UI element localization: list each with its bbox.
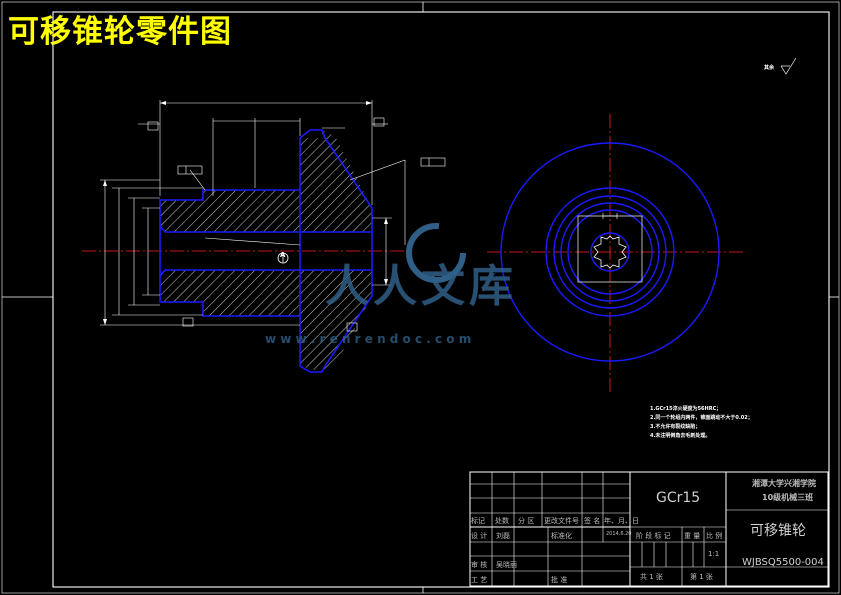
note-line: 4.未注明倒角去毛刺处理。: [650, 433, 711, 439]
tb-count: 处数: [495, 517, 509, 525]
tb-change-doc: 更改文件号: [544, 517, 579, 525]
tb-weight: 重 量: [684, 532, 701, 540]
tb-ratio: 比 例: [706, 532, 723, 540]
watermark-logo-icon: [406, 223, 466, 283]
tb-check: 审 核: [471, 561, 488, 569]
tb-part-name: 可移锥轮: [750, 523, 806, 539]
dimension-lines: [100, 100, 406, 326]
datum-marker: [277, 252, 289, 264]
note-line: 2.同一个轮组内两件，锥面跳动不大于0.02；: [650, 415, 753, 421]
watermark-url: w w w . r e n r e n d o c . c o m: [265, 332, 472, 346]
roughness-symbol-icon: [780, 57, 797, 75]
tb-stage-mark: 阶 段 标 记: [636, 532, 671, 540]
tb-date-value: 2014.6.20: [606, 531, 632, 537]
roughness-label: 其余: [764, 65, 775, 71]
end-view-dimension: [602, 213, 618, 219]
tb-signature: 签 名: [584, 517, 601, 525]
tb-approve: 批 准: [551, 576, 568, 584]
tb-total-sheets: 共 1 张: [640, 573, 663, 581]
section-outline: [159, 129, 373, 373]
tb-drawing-no: WJBSQ5500-004: [742, 557, 824, 568]
tb-designer: 刘磊: [496, 532, 510, 540]
end-view: [487, 114, 744, 392]
tb-sheet-no: 第 1 张: [690, 573, 713, 581]
page-title: 可移锥轮零件图: [8, 14, 232, 50]
dimension-arrows: [103, 101, 388, 325]
tb-standardize: 标准化: [551, 532, 572, 540]
spline-bore: [593, 235, 627, 269]
tb-zone: 分 区: [518, 517, 535, 525]
tolerance-frames: [147, 117, 446, 332]
note-line: 3.不允许有裂纹缺陷；: [650, 424, 701, 430]
tb-reviewer: 吴晓丽: [496, 561, 517, 569]
end-view-circles: [500, 142, 720, 362]
tb-process: 工 艺: [471, 576, 488, 584]
section-view: [82, 100, 446, 373]
title-block-grid: [469, 471, 829, 587]
tb-mark: 标记: [471, 517, 485, 525]
end-view-centerlines: [487, 114, 744, 392]
datum-letter: A: [280, 251, 286, 259]
tb-date-label: 年、月、日: [604, 517, 639, 525]
tb-class: 10级机械三班: [762, 493, 814, 502]
tb-school: 湘潭大学兴湘学院: [752, 479, 816, 488]
tb-scale: 1:1: [708, 550, 720, 558]
watermark-text: 人人文库: [325, 261, 517, 312]
note-line: 1.GCr15淬火硬度为56HRC；: [650, 406, 722, 412]
tb-design: 设 计: [471, 532, 488, 540]
tb-material: GCr15: [656, 490, 701, 506]
